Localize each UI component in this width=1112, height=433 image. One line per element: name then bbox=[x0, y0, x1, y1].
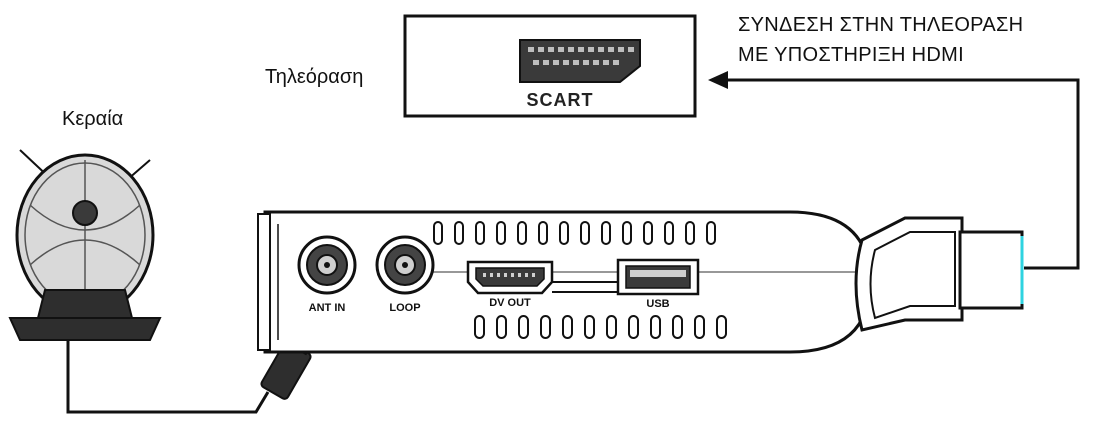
usb-port-icon bbox=[616, 258, 700, 296]
connection-label-line2: ΜΕ ΥΠΟΣΤΗΡΙΞΗ HDMI bbox=[738, 44, 964, 66]
usb-label: USB bbox=[646, 298, 669, 310]
vent-slots-top bbox=[433, 221, 716, 245]
vent-slots-bottom bbox=[474, 315, 727, 339]
tv-label: Τηλεόραση bbox=[265, 66, 364, 88]
hdmi-port-icon bbox=[466, 260, 554, 295]
hdmi-cable-to-tv bbox=[708, 71, 1080, 270]
ant-in-label: ANT IN bbox=[309, 302, 346, 314]
antenna-label: Κεραία bbox=[62, 108, 124, 130]
tv-box: SCART bbox=[403, 14, 697, 118]
ant-in-port-icon bbox=[297, 235, 357, 295]
antenna-icon bbox=[8, 149, 162, 341]
loop-port-icon bbox=[375, 235, 435, 295]
connection-label-line1: ΣΥΝΔΕΣΗ ΣΤΗΝ ΤΗΛΕΟΡΑΣΗ bbox=[738, 14, 1024, 36]
scart-label: SCART bbox=[527, 90, 594, 110]
dv-out-label: DV OUT bbox=[489, 297, 531, 309]
loop-label: LOOP bbox=[389, 302, 420, 314]
scart-port-icon bbox=[519, 39, 641, 83]
hdmi-plug-icon bbox=[854, 216, 1024, 332]
arrow-head-icon bbox=[708, 71, 728, 89]
